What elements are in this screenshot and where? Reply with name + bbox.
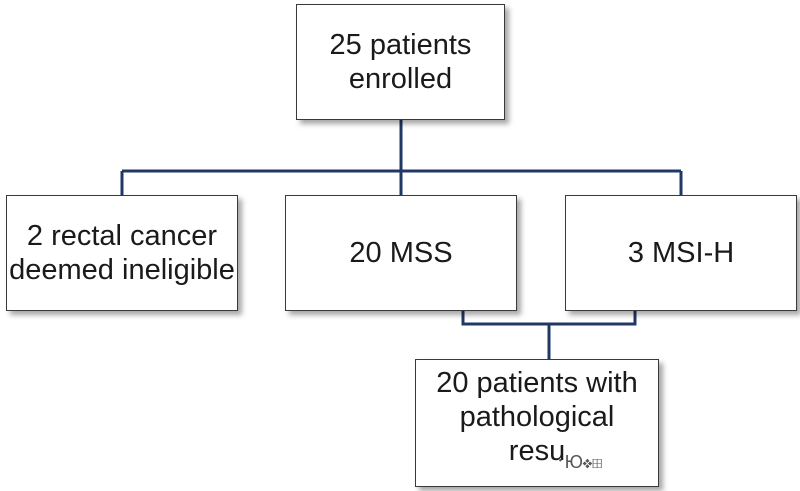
node-mss: 20 MSS [285, 195, 517, 311]
node-msi-h: 3 MSI-H [565, 195, 797, 311]
node-patients-enrolled-label: 25 patients enrolled [329, 29, 472, 95]
node-msi-h-label: 3 MSI-H [627, 237, 735, 269]
node-deemed-ineligible: 2 rectal cancer deemed ineligible [6, 195, 238, 311]
watermark-logo: ᛫Ю❖⊞ [555, 452, 603, 472]
node-deemed-ineligible-label: 2 rectal cancer deemed ineligible [9, 220, 235, 286]
node-pathological-resection: 20 patients with pathological resu [415, 359, 659, 487]
node-mss-label: 20 MSS [349, 237, 453, 269]
connector-mss-msih-join [461, 311, 637, 326]
node-patients-enrolled: 25 patients enrolled [296, 4, 505, 120]
node-pathological-resection-label: 20 patients with pathological resu [436, 367, 638, 467]
